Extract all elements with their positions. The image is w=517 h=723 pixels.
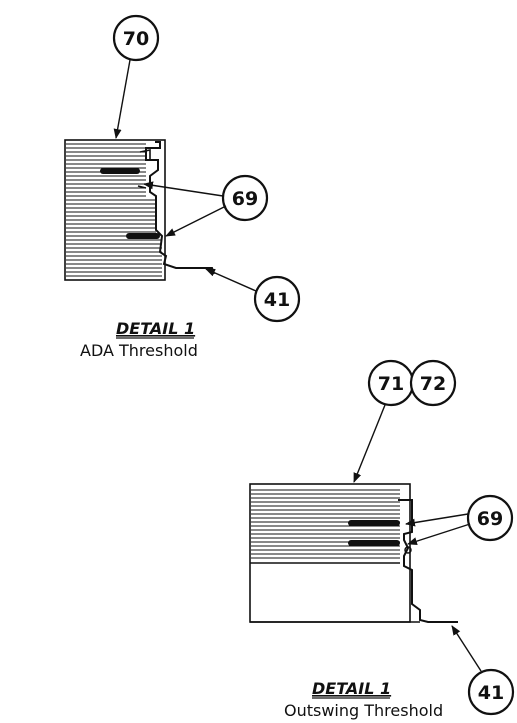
balloon-69-b: 69 — [466, 494, 514, 542]
ada-screw-lower — [126, 233, 160, 239]
balloon-70-label: 70 — [123, 28, 149, 50]
balloon-71: 71 — [367, 359, 415, 407]
detail-outswing-threshold: 71 72 69 41 DETAIL 1 Outswing Threshold — [249, 359, 515, 720]
detail-a-title: DETAIL 1 — [116, 319, 195, 338]
leader-41-a — [205, 268, 257, 292]
leader-69-a-upper — [143, 181, 224, 197]
balloon-41-b: 41 — [467, 668, 515, 716]
outswing-threshold-profile — [398, 499, 458, 623]
leader-69-a-lower — [165, 205, 227, 237]
outswing-threshold-body — [249, 483, 420, 623]
balloon-41-b-label: 41 — [478, 682, 504, 704]
balloon-69-a: 69 — [221, 174, 269, 222]
balloon-72-label: 72 — [420, 373, 446, 395]
detail-a-subtitle: ADA Threshold — [80, 341, 198, 360]
balloon-41-a: 41 — [253, 275, 301, 323]
detail-b-title: DETAIL 1 — [312, 679, 391, 698]
balloon-70: 70 — [112, 14, 160, 62]
leader-69-b-lower — [407, 523, 471, 546]
ada-threshold-body — [64, 139, 166, 281]
leader-41-b — [451, 625, 482, 672]
ada-threshold-profile — [145, 141, 215, 275]
leader-69-b-upper — [405, 513, 469, 527]
leader-71 — [353, 404, 386, 483]
balloon-72: 72 — [409, 359, 457, 407]
leader-70 — [113, 59, 131, 139]
outswing-screw-upper — [348, 520, 400, 526]
ada-screw-upper — [100, 168, 140, 174]
balloon-71-label: 71 — [378, 373, 404, 395]
outswing-screw-lower — [348, 540, 400, 546]
detail-ada-threshold: 70 69 41 DETAIL 1 ADA Threshold — [64, 14, 301, 360]
outswing-gasket — [404, 546, 412, 554]
balloon-69-b-label: 69 — [477, 508, 503, 530]
detail-b-subtitle: Outswing Threshold — [284, 701, 443, 720]
balloon-69-a-label: 69 — [232, 188, 258, 210]
balloon-41-a-label: 41 — [264, 289, 290, 311]
